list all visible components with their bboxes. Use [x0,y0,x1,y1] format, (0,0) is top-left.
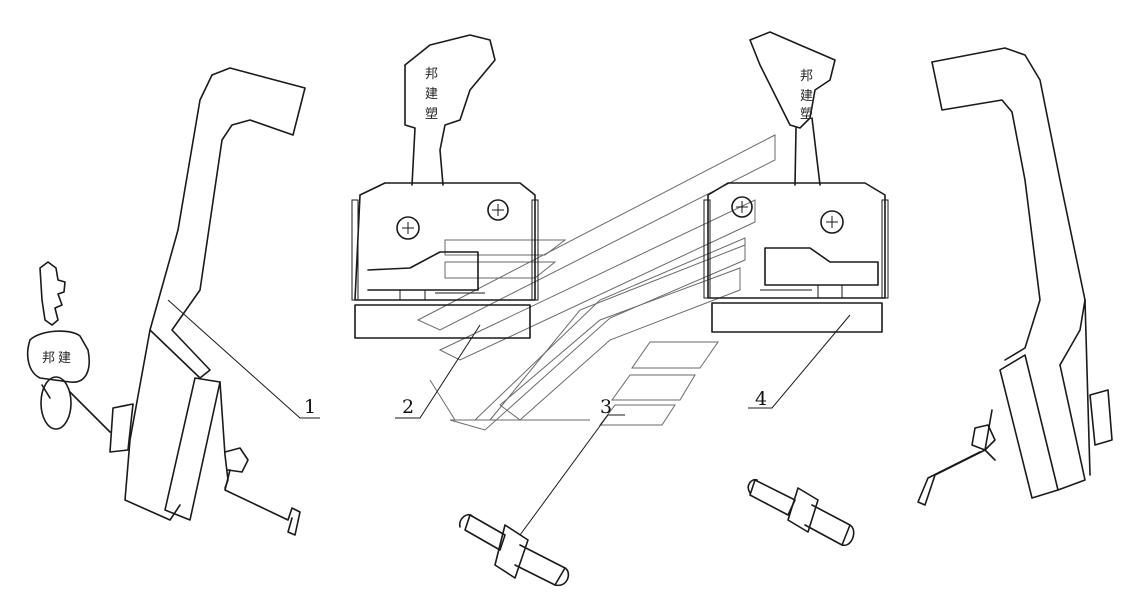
part-3-pin-right [747,478,855,547]
callout-1: 1 [304,396,316,418]
key: 邦 建 [26,261,111,433]
key-tag-char-1: 邦 [42,351,55,366]
left-handle-char-1: 邦 [425,67,438,82]
left-handle-char-3: 塑 [425,107,438,122]
part-3-pin-left [458,513,570,587]
callout-3: 3 [600,396,612,418]
right-handle-char-3: 塑 [800,107,813,122]
callout-2: 2 [402,396,414,418]
left-handle-char-2: 建 [425,87,438,102]
right-handle-char-2: 建 [800,89,813,104]
key-tag-char-2: 建 [58,351,71,366]
callout-4: 4 [755,388,767,410]
right-handle-char-1: 邦 [800,69,813,84]
right-handle [917,47,1113,506]
leader-lines [167,299,851,536]
watermark [416,134,776,431]
part-4-right-lock-body: 邦 建 塑 [703,31,889,333]
part-2-left-lock-body: 邦 建 塑 [351,34,539,339]
part-1-left-handle [109,67,306,536]
